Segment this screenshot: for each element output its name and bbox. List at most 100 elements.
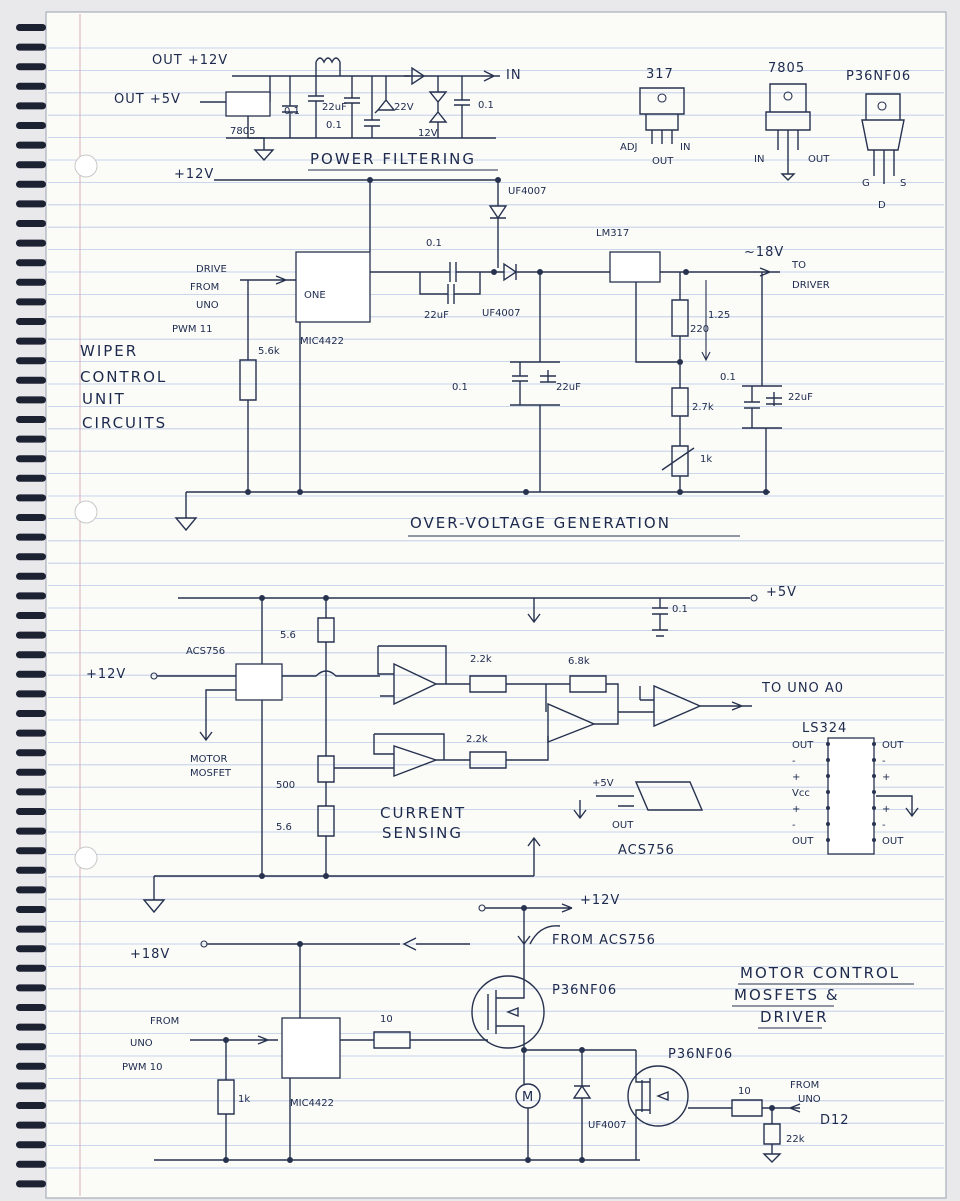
motor-title-2: MOSFETS & [734,986,840,1004]
lm324-pin-dot [826,822,830,826]
label-acs756: ACS756 [186,646,225,657]
lm324-pin-dot [872,806,876,810]
cap-22uf-c: 22uF [788,392,813,403]
zener-12v: 12V [418,128,438,139]
spiral-coil [16,925,46,933]
spiral-coil [16,670,46,678]
spiral-coil [16,1141,46,1149]
label-plus18: +18V [130,947,170,962]
r-1k-pot: 1k [700,454,712,465]
from-uno-2: UNO [130,1038,153,1049]
spiral-coil [16,1004,46,1011]
pinout-317-adj: ADJ [620,142,638,153]
spiral-coil [16,474,46,482]
lm324-pin-right: + [882,772,890,783]
ic-one: ONE [304,290,326,301]
spiral-coil [16,337,46,345]
lm324-pin-dot [872,742,876,746]
spiral-coil [16,180,46,188]
label-out-12v: OUT +12V [152,53,228,68]
pinout-317-name: 317 [646,67,674,82]
cap-0-1-b: 0.1 [452,382,468,393]
spiral-coil [16,514,46,521]
spiral-coil [16,945,46,953]
lm324-pin-left: + [792,804,800,815]
wiper-heading-4: CIRCUITS [82,414,167,432]
cap-0-1-a: 0.1 [426,238,442,249]
lm324-pin-dot [872,758,876,762]
spiral-coil [16,1180,46,1188]
chip-pin-5v: +5V [592,778,614,789]
spiral-coil [16,43,46,51]
label-plus5v: +5V [766,585,797,600]
spiral-coil [16,592,46,600]
lm324-pin-left: + [792,772,800,783]
chip-acs756-label: ACS756 [618,843,675,858]
spiral-coil [16,631,46,639]
from-uno2-2: UNO [798,1094,821,1105]
ruled-lines [48,47,944,1169]
cap-6: 0.1 [478,100,494,111]
spiral-coil [16,1062,46,1070]
spiral-coil [16,455,46,463]
current-title-2: SENSING [382,824,463,842]
label-plus12-rail: +12V [174,167,214,182]
pinout-mosfet-g: G [862,178,870,189]
to-driver-2: DRIVER [792,280,830,291]
drive-line-1: DRIVE [196,264,227,275]
r-pull-22k: 22k [786,1134,805,1145]
spiral-coil [16,847,46,855]
from-uno-3: PWM 10 [122,1062,162,1073]
spiral-coil [16,318,46,325]
mosfet-top-label: P36NF06 [552,983,617,998]
lm324-pin-right: OUT [882,836,904,847]
wiper-heading-2: CONTROL [80,368,167,386]
lm317-label: LM317 [596,228,629,239]
lm324-pin-dot [826,758,830,762]
lm324-pin-right: OUT [882,740,904,751]
spiral-coil [16,651,46,659]
title-power-filtering: POWER FILTERING [310,150,476,168]
spiral-coil [16,808,46,815]
spiral-coil [16,768,46,776]
spiral-coil [16,788,46,796]
drive-line-4: PWM 11 [172,324,212,335]
current-title-1: CURRENT [380,804,466,822]
spiral-coil [16,102,46,110]
pinout-mosfet-d: D [878,200,886,211]
spiral-coil [16,612,46,619]
spiral-coil [16,886,46,894]
punch-hole [74,846,98,870]
spiral-coil [16,396,46,404]
lm324-pin-dot [826,742,830,746]
punch-hole [74,154,98,178]
ic-mic4422-bottom: MIC4422 [290,1098,334,1109]
spiral-coil [16,690,46,698]
lm324-pin-dot [826,806,830,810]
vref-1-25: 1.25 [708,310,730,321]
r-gate-10: 10 [380,1014,393,1025]
motor-label-1: MOTOR [190,754,227,765]
wiper-heading-3: UNIT [82,390,126,408]
r-1k: 1k [238,1094,250,1105]
pinout-7805-out: OUT [808,154,830,165]
spiral-coil [16,1102,46,1109]
drive-line-3: UNO [196,300,219,311]
spiral-coil [16,24,46,31]
lm324-pin-dot [872,774,876,778]
label-plus12-in: +12V [86,667,126,682]
punch-hole [74,500,98,524]
wiper-heading-1: WIPER [80,342,138,360]
diode-uf4007-top: UF4007 [508,186,547,197]
lm324-pin-dot [872,790,876,794]
from-uno-1: FROM [150,1016,179,1027]
pinout-mosfet-name: P36NF06 [846,69,911,84]
spiral-coil [16,220,46,227]
motor-title-3: DRIVER [760,1008,829,1026]
spiral-coil [16,278,46,286]
diode-uf4007-mid: UF4007 [482,308,521,319]
spiral-coil [16,200,46,208]
r-2k2-b: 2.2k [466,734,488,745]
drive-line-2: FROM [190,282,219,293]
